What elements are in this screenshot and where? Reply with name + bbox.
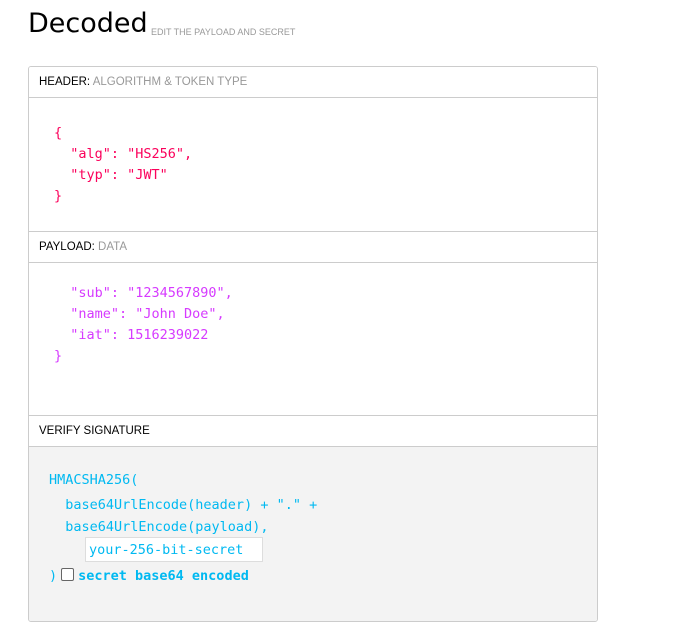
code-line: { (54, 125, 63, 141)
code-line: "name": "John Doe", (54, 306, 225, 322)
payload-label: PAYLOAD: (39, 241, 95, 253)
header-label: HEADER: (39, 76, 91, 88)
checkbox-label[interactable]: secret base64 encoded (78, 568, 249, 584)
page-title: Decoded (28, 8, 148, 39)
header-section-bar: HEADER: ALGORITHM & TOKEN TYPE (29, 67, 597, 98)
close-paren: ) (49, 568, 58, 584)
signature-section-bar: VERIFY SIGNATURE (29, 415, 597, 447)
base64-checkbox[interactable] (61, 568, 75, 581)
signature-label: VERIFY SIGNATURE (39, 425, 150, 437)
header-desc: ALGORITHM & TOKEN TYPE (92, 76, 248, 88)
code-line: "sub": "1234567890", (54, 285, 233, 301)
code-line: base64UrlEncode(header) + "." + (49, 496, 318, 513)
page-subtitle: EDIT THE PAYLOAD AND SECRET (151, 27, 296, 37)
code-line: "typ": "JWT" (54, 167, 168, 183)
decoded-panel: HEADER: ALGORITHM & TOKEN TYPE { "alg": … (28, 66, 598, 622)
secret-input[interactable] (85, 537, 263, 562)
signature-area: HMACSHA256( base64UrlEncode(header) + ".… (29, 447, 597, 621)
header-editor[interactable]: { "alg": "HS256", "typ": "JWT" } (29, 123, 597, 207)
code-line: HMACSHA256( (49, 472, 139, 488)
code-line: } (54, 188, 63, 204)
code-line: "alg": "HS256", (54, 146, 193, 162)
code-line: "iat": 1516239022 (54, 327, 209, 343)
payload-desc: DATA (98, 241, 127, 253)
payload-section-bar: PAYLOAD: DATA (29, 231, 597, 263)
code-line: } (54, 348, 63, 364)
payload-editor[interactable]: "sub": "1234567890", "name": "John Doe",… (29, 283, 597, 367)
code-line: base64UrlEncode(payload), (49, 519, 269, 535)
